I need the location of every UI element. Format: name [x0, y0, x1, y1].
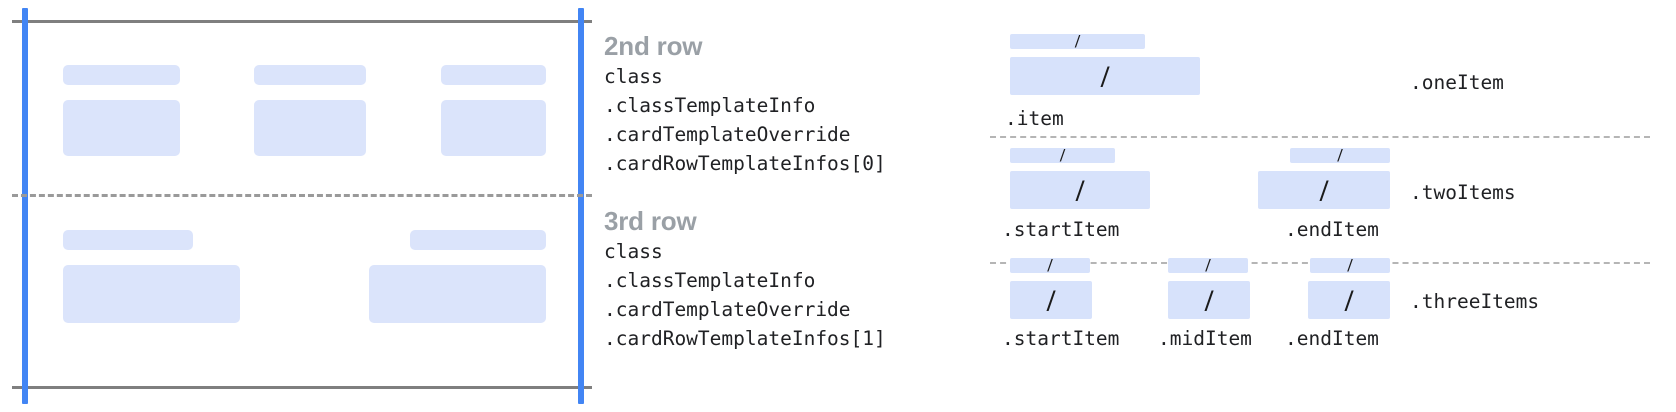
- card-row-layout-preview: [0, 0, 600, 412]
- item-caption: .endItem: [1285, 327, 1379, 350]
- item-content-chip: /: [1010, 171, 1150, 209]
- group-caption: .oneItem: [1410, 71, 1504, 94]
- item-label-chip: /: [1168, 258, 1248, 273]
- item-caption: .item: [1005, 107, 1064, 130]
- cell-header-bar: [254, 65, 366, 85]
- item-caption: .midItem: [1158, 327, 1252, 350]
- slash-icon: /: [1204, 282, 1214, 318]
- item-label-chip: /: [1290, 148, 1390, 163]
- slash-icon: /: [1100, 58, 1110, 94]
- group-caption: .twoItems: [1410, 181, 1516, 204]
- cell-body-box: [63, 265, 240, 323]
- slash-icon: /: [1344, 282, 1354, 318]
- top-boundary-line: [12, 20, 592, 23]
- item-caption: .endItem: [1285, 218, 1379, 241]
- cell-header-bar: [63, 65, 180, 85]
- slash-icon: /: [1059, 148, 1066, 163]
- annotation-code-line: .classTemplateInfo: [604, 94, 816, 117]
- cell-header-bar: [63, 230, 193, 250]
- annotation-code-line: .cardRowTemplateInfos[1]: [604, 327, 886, 350]
- group-separator: [990, 136, 1650, 138]
- slash-icon: /: [1074, 34, 1081, 49]
- item-caption: .startItem: [1002, 327, 1120, 350]
- row-divider-dashed: [12, 194, 592, 197]
- cell-header-bar: [441, 65, 546, 85]
- item-content-chip: /: [1168, 281, 1250, 319]
- annotation-title: 3rd row: [604, 206, 697, 236]
- item-label-chip: /: [1010, 34, 1145, 49]
- annotation-code-line: class: [604, 65, 663, 88]
- row-item-variants: / / .item .oneItem / / .startItem / /: [980, 0, 1676, 412]
- annotation-code-line: .cardTemplateOverride: [604, 123, 851, 146]
- slash-icon: /: [1046, 282, 1056, 318]
- cell-header-bar: [410, 230, 546, 250]
- item-label-chip: /: [1310, 258, 1390, 273]
- annotation-code-line: class: [604, 240, 663, 263]
- cell-body-box: [254, 100, 366, 156]
- annotation-code-line: .classTemplateInfo: [604, 269, 816, 292]
- item-content-chip: /: [1010, 57, 1200, 95]
- slash-icon: /: [1205, 258, 1211, 273]
- cell-body-box: [369, 265, 546, 323]
- annotation-second-row: 2nd row class .classTemplateInfo .cardTe…: [604, 30, 886, 178]
- item-label-chip: /: [1010, 148, 1115, 163]
- slash-icon: /: [1347, 258, 1353, 273]
- cell-body-box: [63, 100, 180, 156]
- slash-icon: /: [1047, 258, 1053, 273]
- annotation-code-line: .cardRowTemplateInfos[0]: [604, 152, 886, 175]
- item-content-chip: /: [1258, 171, 1390, 209]
- left-edge-guide: [22, 8, 28, 404]
- group-caption: .threeItems: [1410, 290, 1540, 313]
- slash-icon: /: [1075, 172, 1085, 208]
- bottom-boundary-line: [12, 386, 592, 389]
- right-edge-guide: [578, 8, 584, 404]
- item-content-chip: /: [1308, 281, 1390, 319]
- item-label-chip: /: [1010, 258, 1090, 273]
- slash-icon: /: [1337, 148, 1343, 163]
- annotation-title: 2nd row: [604, 31, 703, 61]
- cell-body-box: [441, 100, 546, 156]
- slash-icon: /: [1319, 172, 1329, 208]
- item-content-chip: /: [1010, 281, 1092, 319]
- annotation-code-line: .cardTemplateOverride: [604, 298, 851, 321]
- item-caption: .startItem: [1002, 218, 1120, 241]
- annotation-third-row: 3rd row class .classTemplateInfo .cardTe…: [604, 205, 886, 353]
